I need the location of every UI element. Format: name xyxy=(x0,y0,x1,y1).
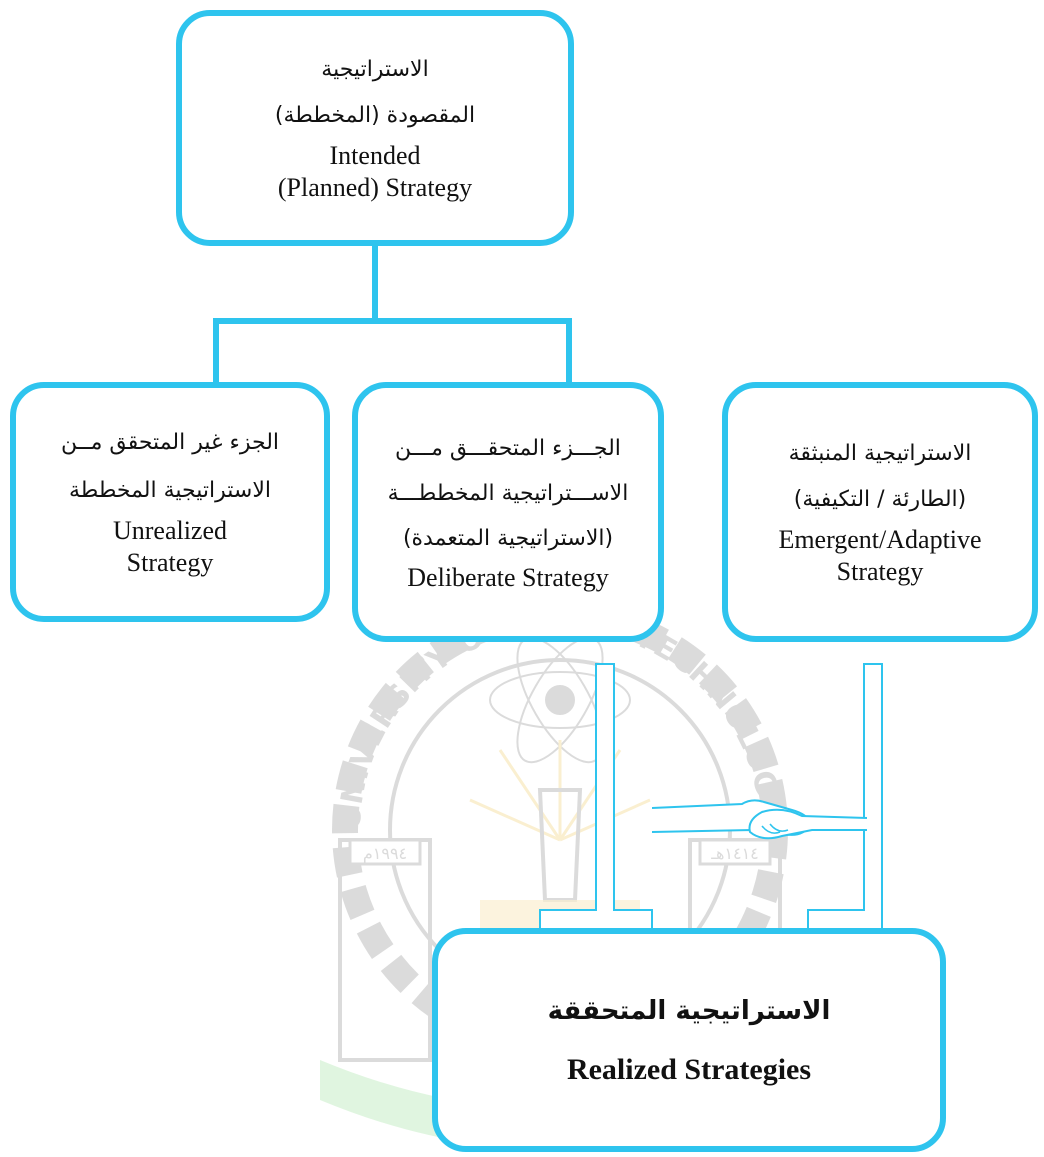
emergent-ar-line1: الاستراتيجية المنبثقة xyxy=(788,441,972,467)
intended-en-line1: Intended xyxy=(329,140,421,170)
watermark-text-left: UNIVERSITY O xyxy=(333,619,490,830)
deliberate-ar-line3: (الاستراتيجية المتعمدة) xyxy=(402,526,614,552)
unrealized-ar-line1: الجزء غير المتحقق مــن xyxy=(60,430,280,456)
intended-ar-line2: المقصودة (المخططة) xyxy=(274,102,476,128)
unrealized-en-line1: Unrealized xyxy=(112,515,228,545)
realized-en-line1: Realized Strategies xyxy=(566,1053,812,1087)
connector-left-drop xyxy=(213,318,219,386)
handshake-icon xyxy=(652,799,867,840)
unrealized-strategy-box: الجزء غير المتحقق مــن الاستراتيجية المخ… xyxy=(10,382,330,622)
emergent-en-line2: Strategy xyxy=(836,557,924,587)
svg-text:UNIVERSITY O: UNIVERSITY O xyxy=(333,619,490,830)
intended-ar-line1: الاستراتيجية xyxy=(321,57,429,83)
realized-ar-line1: الاستراتيجية المتحققة xyxy=(547,996,831,1027)
deliberate-ar-line2: الاســـتراتيجية المخططـــة xyxy=(387,481,629,507)
deliberate-ar-line1: الجـــزء المتحقـــق مـــن xyxy=(395,435,621,461)
unrealized-en-line2: Strategy xyxy=(126,548,214,578)
intended-strategy-box: الاستراتيجية المقصودة (المخططة) Intended… xyxy=(176,10,574,246)
watermark-year-right: ١٤١٤هـ xyxy=(710,844,759,863)
emergent-strategy-box: الاستراتيجية المنبثقة (الطارئة / التكيفي… xyxy=(722,382,1038,642)
connector-bar xyxy=(213,318,572,324)
deliberate-strategy-box: الجـــزء المتحقـــق مـــن الاســـتراتيجي… xyxy=(352,382,664,642)
emergent-ar-line2: (الطارئة / التكيفية) xyxy=(793,486,967,512)
connector-trunk xyxy=(372,244,378,322)
unrealized-ar-line2: الاستراتيجية المخططة xyxy=(69,477,271,503)
deliberate-en-line1: Deliberate Strategy xyxy=(407,562,609,592)
emergent-en-line1: Emergent/Adaptive xyxy=(778,524,982,554)
connector-right-drop xyxy=(566,318,572,386)
realized-strategies-box: الاستراتيجية المتحققة Realized Strategie… xyxy=(432,928,946,1152)
watermark-year-left: ١٩٩٤م xyxy=(363,844,407,863)
intended-en-line2: (Planned) Strategy xyxy=(277,173,473,203)
bracket-deliberate-to-realized xyxy=(539,663,653,933)
